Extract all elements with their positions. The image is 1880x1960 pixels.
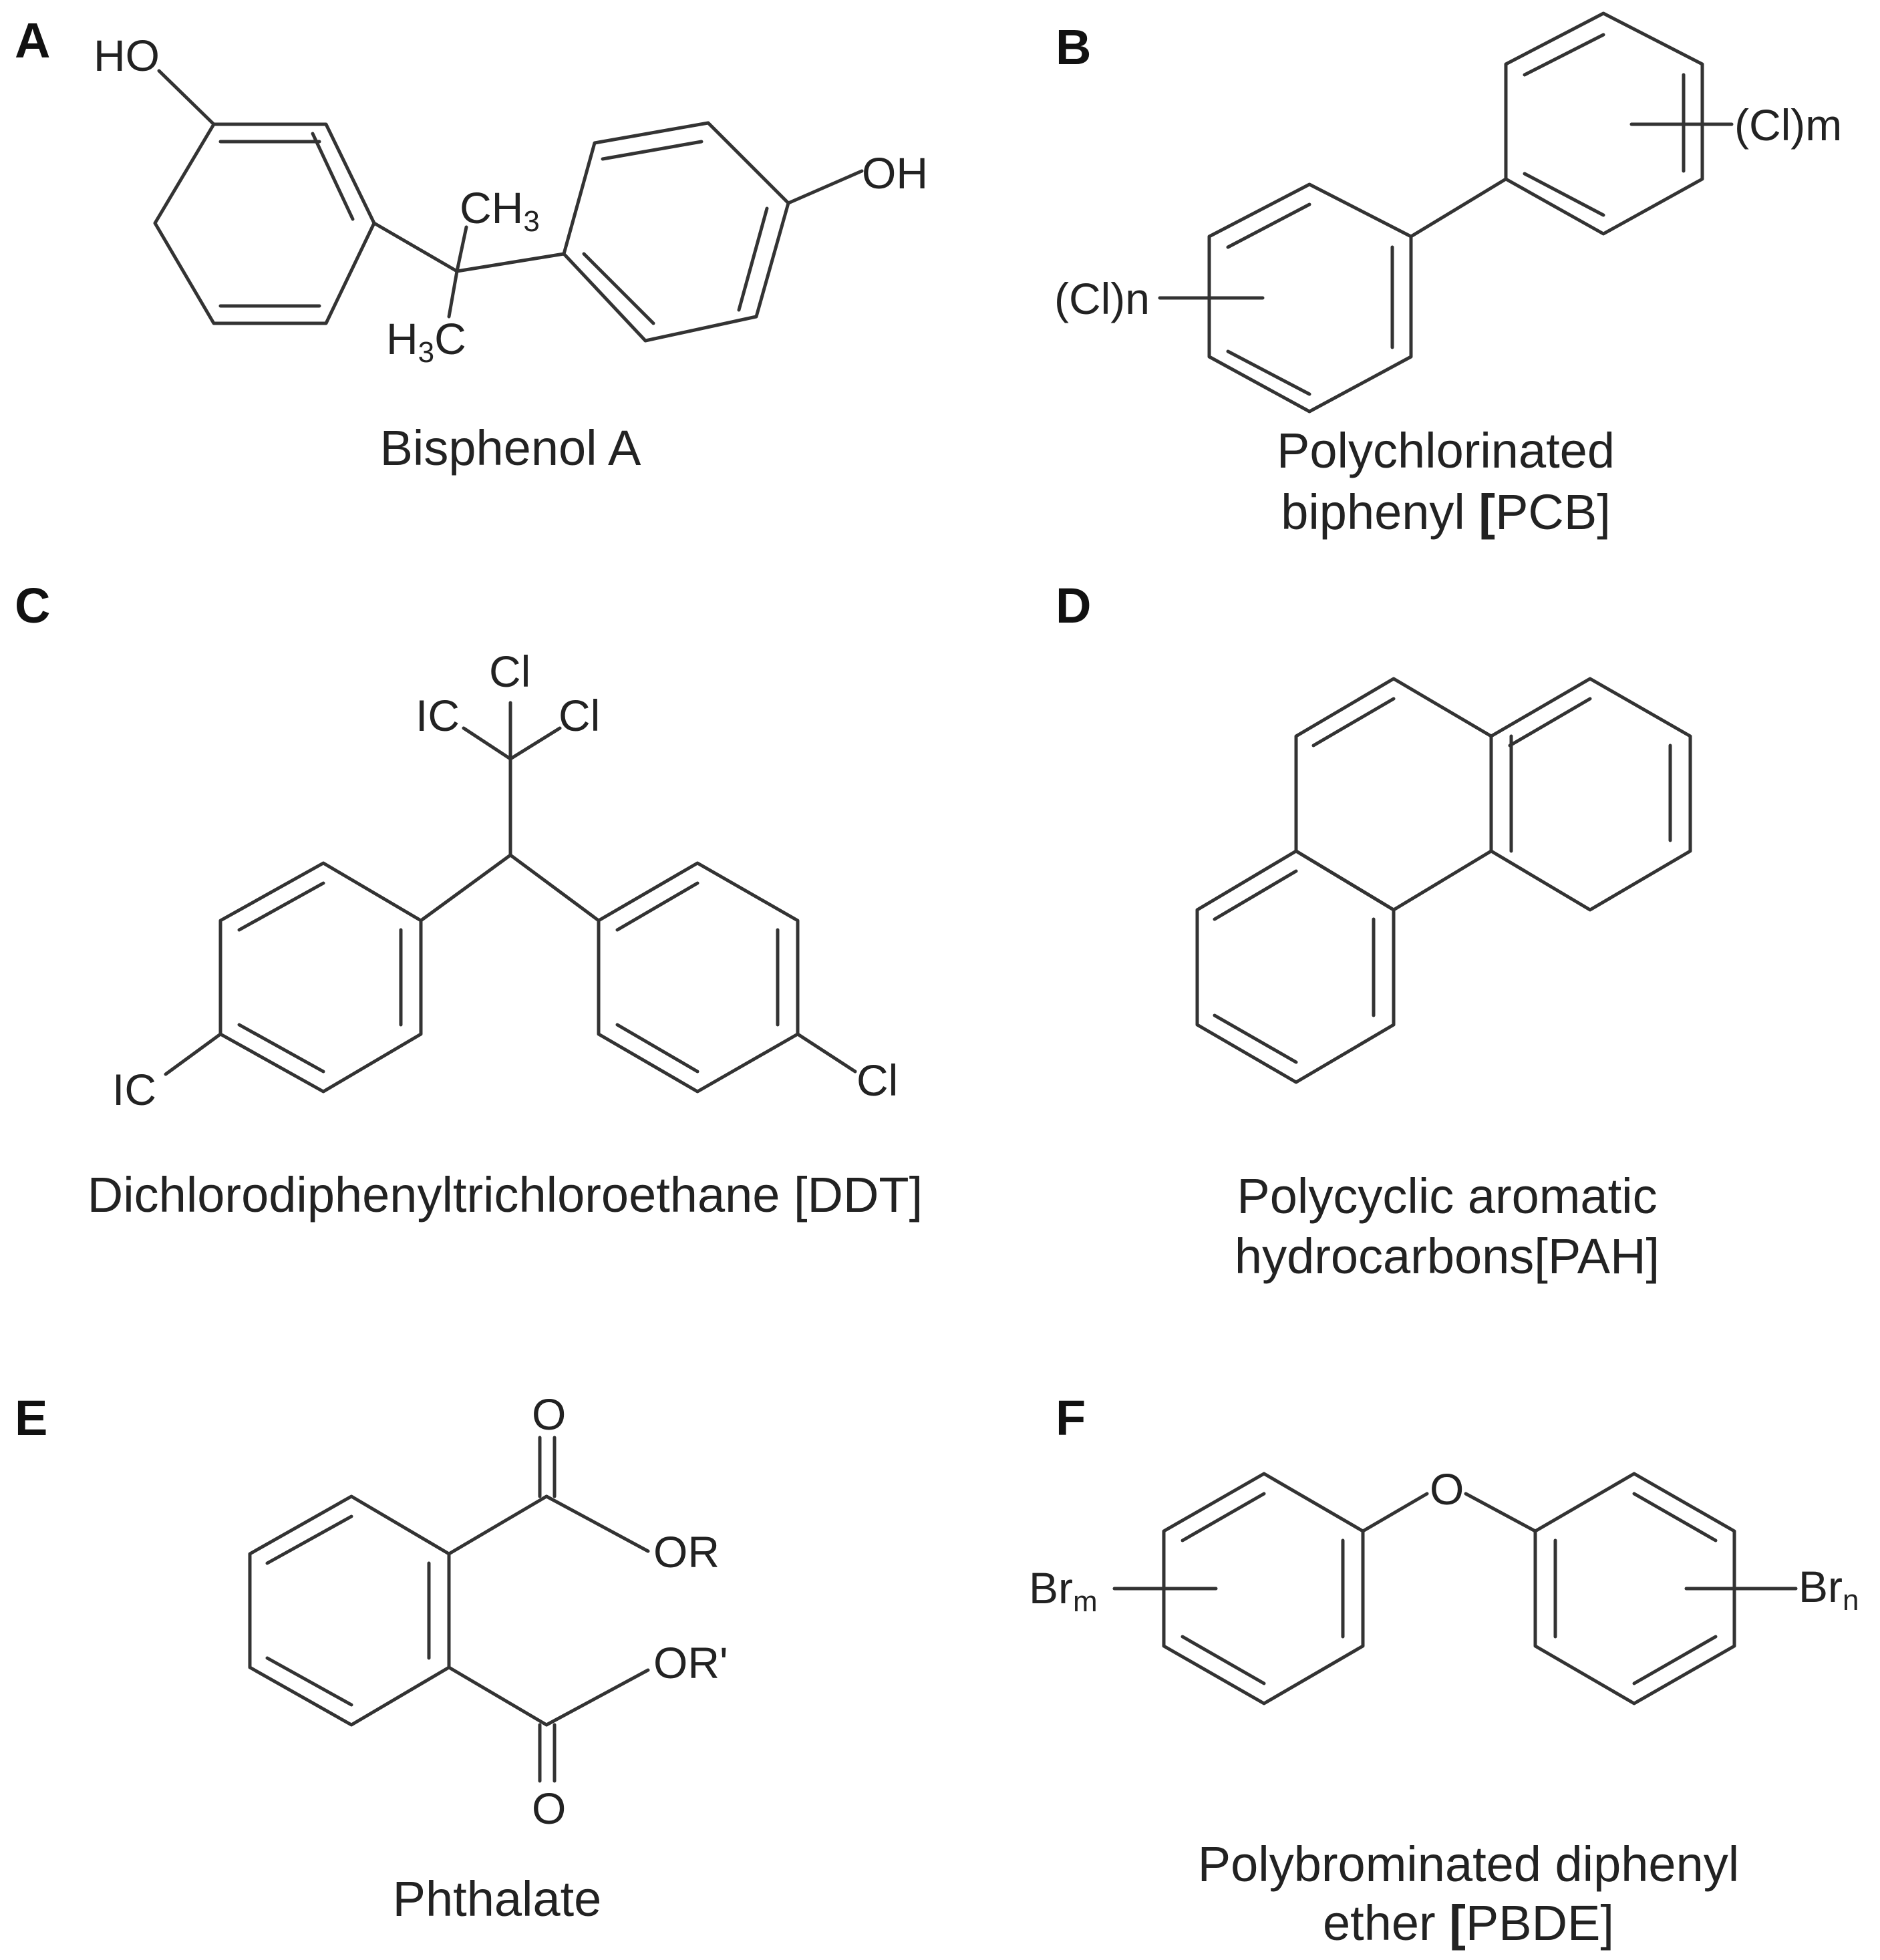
panel-c-letter: C	[15, 578, 50, 633]
ddt-left-cl-bond	[164, 1032, 222, 1076]
phthalate-double-bond-1	[265, 1514, 353, 1565]
bisphenol-right-double-bond-1	[601, 140, 703, 161]
ddt-cl-right-label: Cl	[856, 1055, 898, 1105]
panel-f-caption-line-1: Polybrominated diphenyl	[1198, 1836, 1739, 1892]
pbde-right-ring	[1533, 1472, 1736, 1705]
phthalate-top-ester-bond	[447, 1494, 549, 1556]
ddt-structure	[164, 701, 857, 1094]
phthalate-bottom-or-bond	[544, 1668, 650, 1727]
panel-e-caption: Phthalate	[393, 1871, 602, 1927]
pah-left-double-bond-3	[1213, 1013, 1298, 1064]
pbde-br-n-label: Brn	[1798, 1562, 1859, 1617]
bisphenol-center-to-right-bond	[455, 252, 566, 273]
pah-structure	[1195, 677, 1692, 1084]
panel-a-caption: Bisphenol A	[380, 420, 641, 476]
bisphenol-left-to-center-bond	[372, 221, 459, 273]
phthalate-double-bond-3	[265, 1656, 353, 1707]
bisphenol-ch3-label: CH3	[460, 183, 540, 238]
pah-right-ring	[1489, 677, 1692, 912]
pcb-lower-double-bond-3	[1226, 349, 1311, 396]
phthalate-o-top-label: O	[532, 1390, 566, 1439]
pbde-structure	[1112, 1472, 1798, 1705]
panel-a: A HO OH CH3 H3C Bisphenol A	[15, 13, 928, 476]
panel-f-letter: F	[1056, 1390, 1086, 1446]
phthalate-top-or-bond	[544, 1494, 650, 1553]
pah-middle-ring	[1294, 677, 1493, 912]
bisphenol-center-h3c-bond	[447, 269, 459, 319]
pcb-cl-n-label: (Cl)n	[1054, 274, 1150, 323]
phthalate-or-label: OR	[653, 1527, 720, 1577]
bisphenol-left-ring	[153, 122, 376, 325]
pbde-right-double-bond-3	[1632, 1635, 1718, 1685]
bisphenol-h3c-label: H3C	[386, 314, 466, 369]
pbde-o-bridge-label: O	[1430, 1464, 1464, 1514]
ddt-right-double-bond-3	[615, 1023, 699, 1074]
panel-d-caption-line-2: hydrocarbons[PAH]	[1235, 1229, 1660, 1284]
bisphenol-a-structure	[153, 69, 864, 343]
pbde-left-double-bond-3	[1181, 1635, 1266, 1685]
phthalate-o-bottom-label: O	[532, 1784, 566, 1833]
bisphenol-right-ring	[562, 121, 790, 343]
panel-c-caption: Dichlorodiphenyltrichloroethane [DDT]	[88, 1167, 923, 1222]
ddt-right-cl-bond	[796, 1032, 857, 1074]
pbde-right-double-bond-1	[1632, 1492, 1718, 1542]
bisphenol-center-ch3-bond	[455, 225, 468, 273]
pah-right-double-bond-1	[1508, 697, 1592, 748]
pcb-upper-double-bond-3	[1523, 172, 1605, 217]
bisphenol-oh-bond	[786, 169, 864, 205]
phthalate-or-prime-label: OR'	[653, 1638, 728, 1687]
pcb-structure	[1158, 11, 1734, 414]
bisphenol-right-double-bond-2	[737, 206, 769, 312]
ddt-ccl3-left-bond	[462, 726, 512, 761]
panel-b-letter: B	[1056, 19, 1091, 75]
panel-b-caption-line-2: biphenyl [PCB]	[1281, 484, 1611, 540]
pcb-cl-m-label: (Cl)m	[1734, 100, 1842, 150]
pbde-right-ether-bond	[1464, 1492, 1537, 1533]
panel-b-caption-line-1: Polychlorinated	[1277, 423, 1615, 478]
pcb-lower-ring	[1207, 182, 1413, 414]
ddt-left-ring	[218, 861, 423, 1094]
ddt-left-double-bond-1	[237, 881, 325, 932]
pah-left-ring	[1195, 849, 1396, 1084]
ddt-cl-right-top-label: Cl	[559, 691, 600, 740]
ddt-cl-top-label: Cl	[489, 647, 530, 696]
pcb-biphenyl-bond	[1409, 177, 1508, 238]
panel-f: F O Brm Brn Polybrominated diphenyl ethe…	[1029, 1390, 1859, 1951]
ddt-right-ring	[597, 861, 800, 1094]
panel-b: B (Cl)m (Cl)n Polychlorinated biphenyl […	[1054, 11, 1842, 540]
pcb-upper-double-bond-1	[1523, 33, 1605, 77]
ddt-ic-left-label: IC	[112, 1065, 156, 1114]
pbde-left-ether-bond	[1361, 1492, 1429, 1533]
ddt-left-double-bond-3	[237, 1023, 325, 1074]
panel-c: C Cl IC Cl IC Cl Dichlorod	[15, 578, 923, 1222]
panel-f-caption-line-2: ether [PBDE]	[1323, 1895, 1614, 1951]
panel-d-caption-line-1: Polycyclic aromatic	[1237, 1168, 1657, 1224]
pbde-br-m-label: Brm	[1029, 1563, 1098, 1618]
ddt-ch-right-bond	[508, 853, 601, 923]
ddt-ccl3-right-bond	[508, 726, 562, 761]
phthalate-bottom-ester-bond	[447, 1665, 549, 1727]
panel-e-letter: E	[15, 1390, 47, 1446]
panel-d-letter: D	[1056, 578, 1091, 633]
pcb-lower-double-bond-1	[1226, 202, 1311, 249]
pah-middle-double-bond	[1311, 697, 1396, 748]
bisphenol-right-double-bond-3	[582, 252, 655, 325]
bisphenol-ho-bond	[157, 69, 216, 126]
phthalate-structure	[248, 1436, 650, 1783]
bisphenol-ho-label: HO	[94, 31, 160, 80]
pah-left-double-bond-1	[1213, 869, 1298, 921]
ddt-right-double-bond-1	[615, 881, 699, 932]
bisphenol-oh-label: OH	[862, 148, 928, 198]
panel-e: E O OR OR' O Phthalate	[15, 1390, 728, 1927]
ddt-ch-left-bond	[419, 853, 512, 923]
phthalate-ring	[248, 1494, 451, 1727]
panel-d: D Polycyclic aromatic hydrocarbons[PAH]	[1056, 578, 1692, 1284]
bisphenol-left-double-bond-2	[311, 132, 355, 221]
panel-a-letter: A	[15, 13, 50, 68]
pbde-left-double-bond-1	[1181, 1492, 1266, 1542]
pcb-upper-ring	[1504, 11, 1704, 236]
ddt-ic-top-label: IC	[416, 691, 460, 740]
